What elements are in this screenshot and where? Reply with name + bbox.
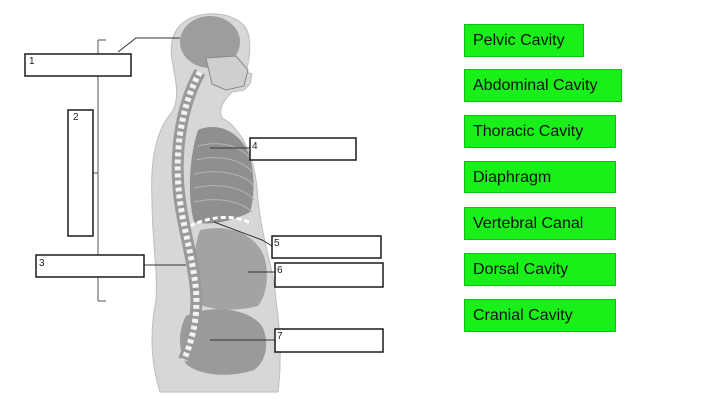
label-number-2: 2 <box>73 112 79 123</box>
leader-line-1 <box>117 37 180 53</box>
rib-lines <box>193 143 255 213</box>
term-dorsal-cavity[interactable]: Dorsal Cavity <box>464 253 616 286</box>
label-box-6[interactable] <box>274 262 384 288</box>
term-thoracic-cavity[interactable]: Thoracic Cavity <box>464 115 616 148</box>
label-number-5: 5 <box>274 238 280 249</box>
leader-lines <box>117 37 275 341</box>
label-boxes <box>24 53 384 353</box>
term-vertebral-canal[interactable]: Vertebral Canal <box>464 207 616 240</box>
thoracic-cavity-shape <box>189 126 254 224</box>
label-box-5[interactable] <box>271 235 382 259</box>
label-number-6: 6 <box>277 265 283 276</box>
facial-skeleton <box>205 55 249 91</box>
label-box-7[interactable] <box>274 328 384 353</box>
abdominal-cavity-shape <box>193 228 267 310</box>
leader-line-5 <box>213 221 273 247</box>
label-number-1: 1 <box>29 56 35 67</box>
label-box-2[interactable] <box>67 109 94 237</box>
term-pelvic-cavity[interactable]: Pelvic Cavity <box>464 24 584 57</box>
label-box-3[interactable] <box>35 254 145 278</box>
cranial-cavity-shape <box>180 16 240 68</box>
pelvic-cavity-shape <box>180 309 267 375</box>
label-number-3: 3 <box>39 258 45 269</box>
vertebral-column <box>171 69 206 363</box>
label-number-7: 7 <box>277 331 283 342</box>
label-box-4[interactable] <box>249 137 357 161</box>
term-diaphragm[interactable]: Diaphragm <box>464 161 616 193</box>
label-box-1[interactable] <box>24 53 132 77</box>
term-abdominal-cavity[interactable]: Abdominal Cavity <box>464 69 622 102</box>
label-number-4: 4 <box>252 141 258 152</box>
diaphragm-shape <box>189 215 253 228</box>
term-cranial-cavity[interactable]: Cranial Cavity <box>464 299 616 332</box>
